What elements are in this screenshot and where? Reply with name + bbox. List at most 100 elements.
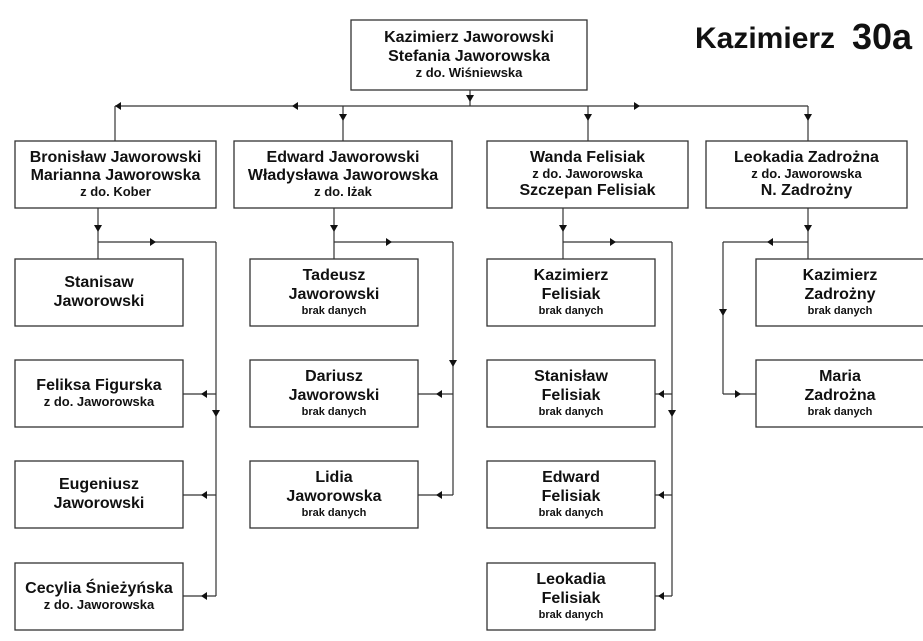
family-1-bus-arrow <box>150 238 156 246</box>
child-2-3-line-1: Lidia <box>315 469 353 487</box>
child-3-1-line-1: Kazimierz <box>533 267 609 285</box>
child-3-4-line-2: Felisiak <box>541 589 601 607</box>
family-3: Wanda Felisiak z do. Jaworowska Szczepan… <box>487 141 688 208</box>
page-number: 30a <box>852 16 913 57</box>
family-2-line-3: z do. Iżak <box>314 184 372 200</box>
child-box-2-1 <box>249 258 419 327</box>
child-4-2: Maria Zadrożna brak danych <box>756 360 923 427</box>
family-arrow-3 <box>584 114 592 121</box>
family-1-drop-arrow <box>94 225 102 232</box>
child-arrow-4-2 <box>735 390 741 398</box>
child-arrow-1-2 <box>201 390 207 398</box>
child-2-3-line-2: Jaworowska <box>286 487 382 505</box>
child-4-1: Kazimierz Zadrożny brak danych <box>756 259 923 326</box>
family-2-spine-arrow <box>449 360 457 367</box>
child-4-2-line-2: Zadrożna <box>804 386 876 404</box>
child-2-3-note: brak danych <box>301 507 367 520</box>
family-2-line-2: Władysława Jaworowska <box>247 167 439 185</box>
child-3-2-note: brak danych <box>538 406 604 419</box>
child-arrow-2-3 <box>436 491 442 499</box>
child-2-1-line-1: Tadeusz <box>302 267 366 285</box>
family-2-drop-arrow <box>330 225 338 232</box>
family-3-drop-arrow <box>559 225 567 232</box>
family-1-spine-arrow <box>212 410 220 417</box>
family-4-line-3: N. Zadrożny <box>760 181 853 199</box>
child-arrow-1-4 <box>201 592 207 600</box>
child-1-4-line-1: Cecylia Śnieżyńska <box>25 579 173 597</box>
child-3-4-line-1: Leokadia <box>536 571 606 589</box>
child-1-1: Stanisaw Jaworowski <box>15 259 183 326</box>
family-4-line-2: z do. Jaworowska <box>751 166 862 182</box>
child-box-3-1 <box>486 258 656 327</box>
child-1-4: Cecylia Śnieżyńska z do. Jaworowska <box>15 563 183 630</box>
child-3-2-line-2: Felisiak <box>541 386 601 404</box>
bus-arrow-mid-left <box>292 102 298 110</box>
root-line-3: z do. Wiśniewska <box>415 64 523 80</box>
page-title: Kazimierz <box>695 22 836 55</box>
child-3-2-line-1: Stanisław <box>534 368 608 386</box>
child-box-3-2 <box>486 359 656 428</box>
child-1-2: Feliksa Figurska z do. Jaworowska <box>15 360 183 427</box>
family-3-line-2: z do. Jaworowska <box>532 166 643 182</box>
root-drop-arrow <box>466 95 474 102</box>
child-box-1-4 <box>14 562 184 631</box>
child-arrow-3-2 <box>658 390 664 398</box>
child-1-1-line-2: Jaworowski <box>53 292 145 310</box>
family-arrow-2 <box>339 114 347 121</box>
child-4-1-line-1: Kazimierz <box>802 267 878 285</box>
family-4-line-1: Leokadia Zadrożna <box>734 148 879 166</box>
child-2-2-line-1: Dariusz <box>305 368 363 386</box>
child-3-1: Kazimierz Felisiak brak danych <box>487 259 655 326</box>
family-2: Edward Jaworowski Władysława Jaworowska … <box>234 141 452 208</box>
family-box-4 <box>705 140 908 209</box>
family-box-3 <box>486 140 689 209</box>
child-box-4-1 <box>755 258 923 327</box>
child-3-3-line-2: Felisiak <box>541 487 601 505</box>
child-box-4-2 <box>755 359 923 428</box>
child-4-1-note: brak danych <box>807 305 873 318</box>
family-arrow-4 <box>804 114 812 121</box>
family-4: Leokadia Zadrożna z do. Jaworowska N. Za… <box>706 141 907 208</box>
root-couple-box <box>350 19 588 91</box>
child-arrow-2-2 <box>436 390 442 398</box>
child-1-2-line-2: z do. Jaworowska <box>43 394 155 410</box>
child-2-1-note: brak danych <box>301 305 367 318</box>
child-3-4-note: brak danych <box>538 609 604 622</box>
family-2-bus-arrow <box>386 238 392 246</box>
bus-arrow-left <box>115 102 121 110</box>
child-box-1-3 <box>14 460 184 529</box>
child-1-3: Eugeniusz Jaworowski <box>15 461 183 528</box>
root-line-1: Kazimierz Jaworowski <box>384 29 554 47</box>
child-2-2-line-2: Jaworowski <box>288 386 380 404</box>
child-4-2-line-1: Maria <box>819 368 861 386</box>
child-1-4-line-2: z do. Jaworowska <box>43 597 155 613</box>
root-line-2: Stefania Jaworowska <box>388 47 550 65</box>
child-4-1-line-2: Zadrożny <box>804 285 876 303</box>
child-box-2-3 <box>249 460 419 529</box>
child-1-2-line-1: Feliksa Figurska <box>36 376 162 394</box>
child-arrow-1-3 <box>201 491 207 499</box>
child-3-1-line-2: Felisiak <box>541 285 601 303</box>
child-1-3-line-1: Eugeniusz <box>58 476 139 494</box>
child-2-2: Dariusz Jaworowski brak danych <box>250 360 418 427</box>
child-2-2-note: brak danych <box>301 406 367 419</box>
family-3-bus-arrow <box>610 238 616 246</box>
child-3-3: Edward Felisiak brak danych <box>487 461 655 528</box>
child-box-1-2 <box>14 359 184 428</box>
family-4-drop-arrow <box>804 225 812 232</box>
child-4-2-note: brak danych <box>807 406 873 419</box>
child-3-2: Stanisław Felisiak brak danych <box>487 360 655 427</box>
child-1-3-line-2: Jaworowski <box>53 494 145 512</box>
family-2-line-1: Edward Jaworowski <box>266 148 420 166</box>
family-1-line-1: Bronisław Jaworowski <box>29 148 202 166</box>
family-1-line-3: z do. Kober <box>80 184 151 200</box>
child-3-3-note: brak danych <box>538 507 604 520</box>
bus-arrow-mid-right <box>634 102 640 110</box>
family-3-line-3: Szczepan Felisiak <box>519 181 656 199</box>
child-2-1: Tadeusz Jaworowski brak danych <box>250 259 418 326</box>
family-3-spine-arrow <box>668 410 676 417</box>
root-couple: Kazimierz Jaworowski Stefania Jaworowska… <box>351 20 587 90</box>
child-box-3-4 <box>486 562 656 631</box>
family-box-1 <box>14 140 217 209</box>
